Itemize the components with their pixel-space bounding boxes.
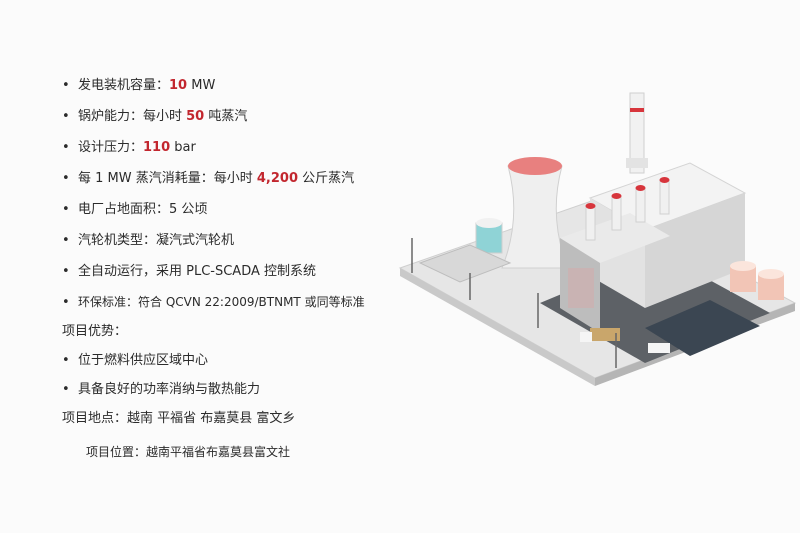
stack-2-cap (611, 193, 622, 199)
project-location: 项目地点：越南 平福省 布嘉莫县 富文乡 (62, 411, 296, 426)
chimney-platform (626, 158, 648, 168)
spec-text: 锅炉能力：每小时 (78, 109, 187, 124)
spec-text: 电厂占地面积：5 公顷 (78, 202, 208, 217)
bullet: • (62, 353, 70, 368)
spec-highlight: 50 (186, 109, 205, 124)
spec-list: • 发电装机容量：10 MW • 锅炉能力：每小时 50 吨蒸汽 • 设计压力：110… (62, 70, 482, 318)
stack-1-cap (585, 203, 596, 209)
truck-2 (648, 343, 670, 353)
spec-highlight: 110 (143, 140, 171, 155)
chimney-band (630, 108, 644, 112)
turbine-hall-roof (560, 213, 670, 263)
bullet: • (62, 171, 70, 186)
spec-text: 环保标准：符合 QCVN 22:2009/BTNMT 或同等标准 (78, 295, 365, 309)
solar-panels (645, 300, 760, 356)
stack-1 (585, 205, 596, 241)
spec-item: • 汽轮机类型：凝汽式汽轮机 (62, 225, 482, 256)
main-building-right (645, 193, 745, 308)
spec-text: 汽轮机类型：凝汽式汽轮机 (78, 233, 235, 248)
cooling-tower-top (508, 157, 562, 175)
power-plant-illustration (398, 92, 797, 386)
advantage-item: • 位于燃料供应区域中心 (62, 346, 260, 375)
bullet: • (62, 78, 70, 93)
bullet: • (62, 109, 70, 124)
stack-4-cap (659, 177, 670, 183)
spec-highlight: 10 (169, 78, 188, 93)
stack-2 (611, 195, 622, 231)
spec-text-suffix: 吨蒸汽 (204, 109, 248, 124)
coal-shed (418, 244, 512, 283)
spec-item: • 电厂占地面积：5 公顷 (62, 194, 482, 225)
spec-text: 全自动运行，采用 PLC-SCADA 控制系统 (78, 264, 317, 279)
spec-text-suffix: bar (170, 140, 196, 155)
tank-right-2-top (758, 269, 784, 279)
spec-text: 设计压力： (78, 140, 144, 155)
spec-text-suffix: 公斤蒸汽 (298, 171, 355, 186)
storage-tank-top (476, 218, 502, 228)
stack-4 (659, 179, 670, 215)
project-position: 项目位置：越南平福省布嘉莫县富文社 (86, 445, 291, 459)
spec-text: 每 1 MW 蒸汽消耗量：每小时 (78, 171, 257, 186)
advantage-item: • 具备良好的功率消纳与散热能力 (62, 375, 260, 404)
hall-door (568, 268, 594, 308)
spec-item: • 发电装机容量：10 MW (62, 70, 482, 101)
spec-item: • 全自动运行，采用 PLC-SCADA 控制系统 (62, 256, 482, 287)
spec-text-suffix: MW (187, 78, 216, 93)
spec-highlight: 4,200 (256, 171, 298, 186)
advantages-list: • 位于燃料供应区域中心 • 具备良好的功率消纳与散热能力 (62, 346, 260, 404)
platform-side-left (400, 268, 595, 386)
bullet: • (62, 382, 70, 397)
advantage-text: 位于燃料供应区域中心 (78, 353, 209, 368)
truck-1-cab (580, 332, 592, 342)
truck-1 (590, 328, 620, 341)
spec-item: • 每 1 MW 蒸汽消耗量：每小时 4,200 公斤蒸汽 (62, 163, 482, 194)
spec-item: • 锅炉能力：每小时 50 吨蒸汽 (62, 101, 482, 132)
bullet: • (62, 264, 70, 279)
bullet: • (62, 140, 70, 155)
bullet: • (62, 202, 70, 217)
advantage-text: 具备良好的功率消纳与散热能力 (78, 382, 261, 397)
spec-text: 发电装机容量： (78, 78, 170, 93)
tank-right-1-top (730, 261, 756, 271)
advantages-title: 项目优势： (62, 324, 128, 339)
stack-3-cap (635, 185, 646, 191)
spec-item: • 环保标准：符合 QCVN 22:2009/BTNMT 或同等标准 (62, 287, 482, 318)
stack-3 (635, 187, 646, 223)
bullet: • (62, 295, 70, 310)
chimney (629, 92, 645, 174)
bullet: • (62, 233, 70, 248)
spec-item: • 设计压力：110 bar (62, 132, 482, 163)
